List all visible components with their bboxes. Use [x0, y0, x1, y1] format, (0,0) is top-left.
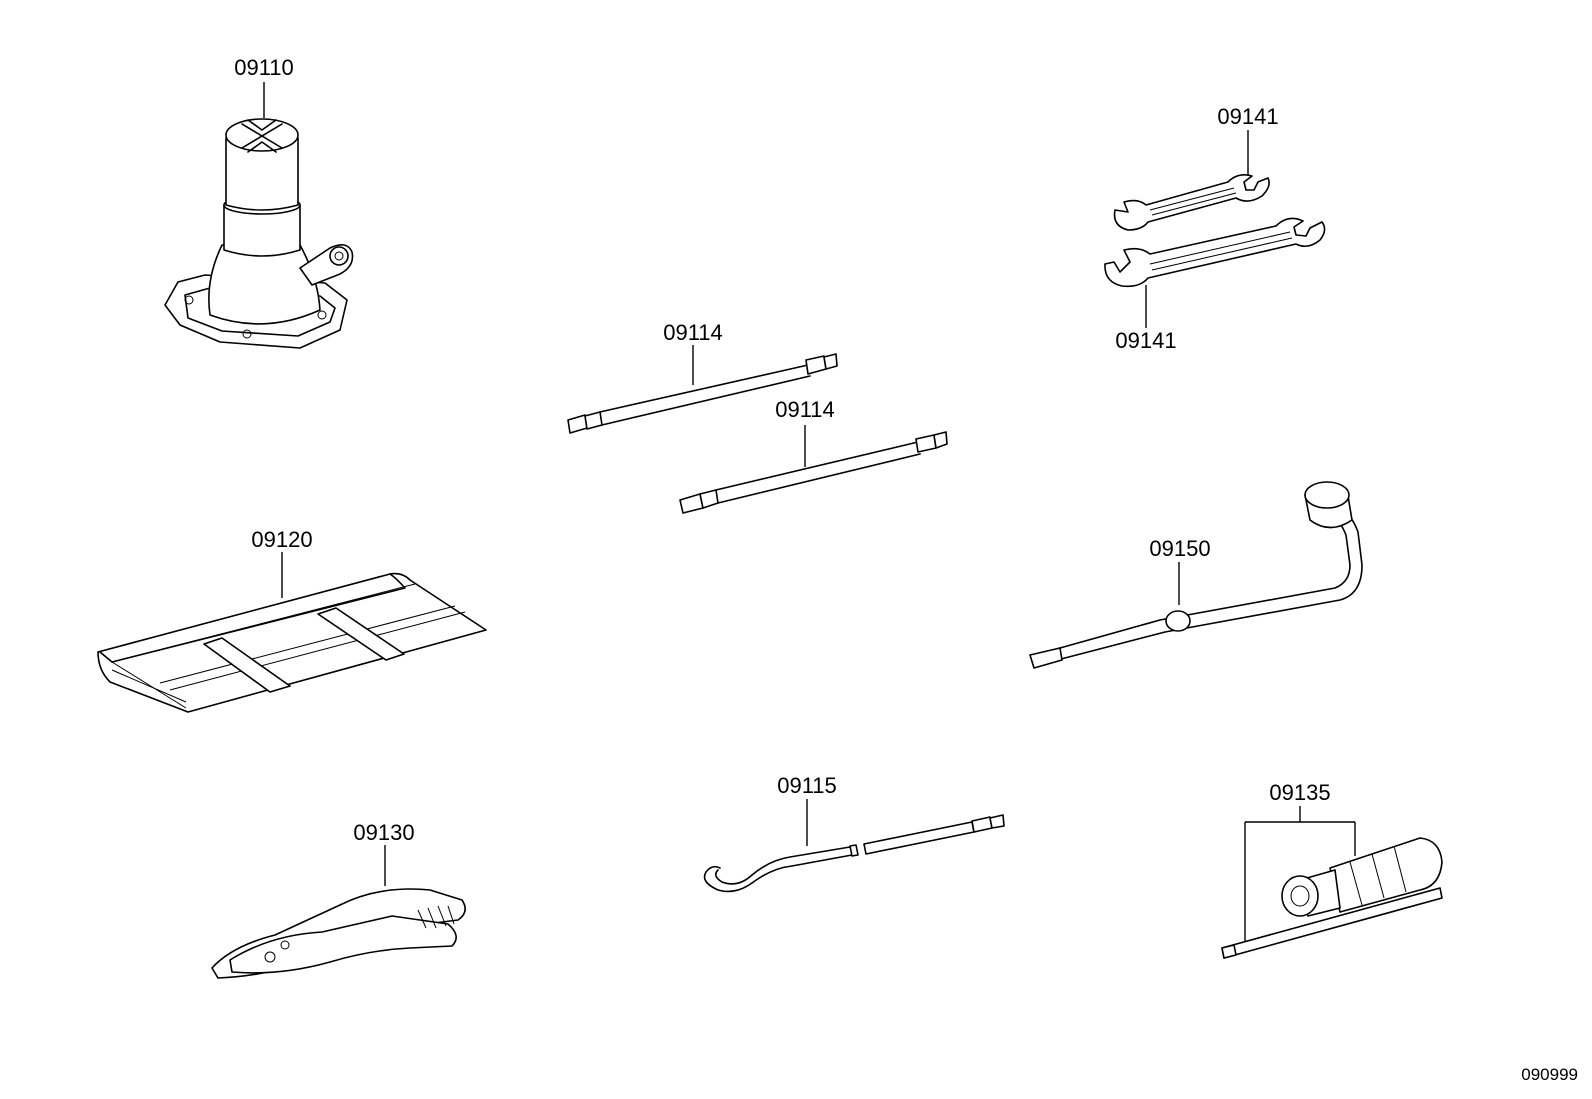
diagram-reference-code: 090999	[1521, 1065, 1578, 1084]
part-label-09110[interactable]: 09110	[234, 55, 294, 80]
tool-bag-illustration	[97, 552, 487, 713]
part-label-09130[interactable]: 09130	[353, 820, 414, 845]
part-label-09120[interactable]: 09120	[251, 527, 312, 552]
pliers-illustration	[211, 845, 466, 979]
wrenches-illustration	[1104, 130, 1326, 328]
part-label-09135[interactable]: 09135	[1269, 780, 1330, 805]
hook-rod-illustration	[703, 799, 1005, 893]
part-label-09115[interactable]: 09115	[777, 773, 837, 798]
part-label-09114-b[interactable]: 09114	[775, 397, 835, 422]
part-label-09141-top[interactable]: 09141	[1217, 104, 1278, 129]
part-label-09150[interactable]: 09150	[1149, 536, 1210, 561]
jack-illustration	[164, 82, 354, 349]
jack-handle-a-illustration	[567, 345, 838, 434]
screwdriver-illustration	[1221, 806, 1443, 959]
jack-handle-b-illustration	[679, 425, 948, 514]
lug-wrench-illustration	[1029, 481, 1363, 669]
part-label-09141-bottom[interactable]: 09141	[1115, 328, 1176, 353]
part-label-09114-a[interactable]: 09114	[663, 320, 723, 345]
